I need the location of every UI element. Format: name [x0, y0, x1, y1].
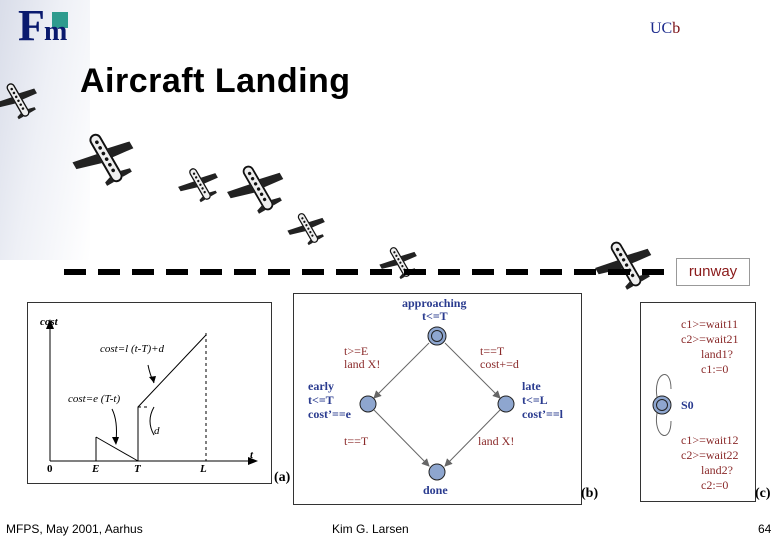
- plane-icon: [220, 153, 294, 225]
- automaton-panel: approaching t<=T t>=E land X! t==T cost+…: [293, 293, 582, 505]
- state-s0-name: S0: [681, 398, 694, 412]
- logo-letter-m: m: [44, 16, 68, 47]
- edge-label-bottom: c1>=wait12 c2>=wait22 land2? c2:=0: [681, 433, 739, 493]
- tick-label: E: [92, 463, 100, 475]
- edge-update: c2:=0: [701, 478, 729, 492]
- edge-guard: c1>=wait11: [681, 317, 739, 331]
- edge-sync: land2?: [701, 463, 733, 477]
- fm-logo: F m: [18, 1, 78, 50]
- state-approaching-invariant: t<=T: [422, 309, 448, 323]
- state-early-rate: cost’==e: [308, 407, 351, 421]
- plane-icon: [588, 229, 662, 300]
- state-done-name: done: [423, 483, 448, 497]
- footer-page-number: 64: [758, 522, 772, 536]
- footer-conference: MFPS, May 2001, Aarhus: [6, 522, 143, 536]
- time-axis-label: t: [250, 449, 254, 461]
- logo-square: [52, 12, 68, 28]
- plane-icon: [173, 159, 226, 210]
- cost-graph: [46, 319, 258, 465]
- edge-sync: land X!: [344, 357, 381, 371]
- cost-function-panel: cost cost=l (t-T)+d cost=e (T-t) d t 0 E…: [27, 302, 272, 484]
- plane-icon: [374, 238, 424, 287]
- state-late-name: late: [522, 379, 541, 393]
- state-early-name: early: [308, 379, 334, 393]
- automaton-graph: [359, 326, 515, 481]
- edge-update: cost+=d: [480, 357, 519, 371]
- edge-label-top: c1>=wait11 c2>=wait21 land1? c1:=0: [681, 317, 739, 377]
- logo-letter-f: F: [18, 1, 45, 50]
- edge-guard: t==T: [480, 344, 505, 358]
- plane-icon: [282, 204, 332, 253]
- runway-automaton-panel: c1>=wait11 c2>=wait21 land1? c1:=0 S0 c1…: [640, 302, 756, 502]
- penalty-d-label: d: [154, 425, 160, 437]
- plane-icon: [0, 73, 45, 128]
- ucb-logo: UCb: [650, 20, 681, 37]
- tick-label: T: [134, 463, 141, 475]
- edge-guard: t>=E: [344, 344, 369, 358]
- state-late-invariant: t<=L: [522, 393, 548, 407]
- plane-icon: [65, 120, 145, 198]
- runway-automaton-graph: [652, 374, 672, 436]
- edge-sync: land1?: [701, 347, 733, 361]
- runway-label: runway: [676, 258, 750, 286]
- footer-author: Kim G. Larsen: [332, 522, 409, 536]
- tick-label: L: [200, 463, 207, 475]
- edge-guard: c2>=wait22: [681, 448, 739, 462]
- edge-sync: land X!: [478, 434, 515, 448]
- slide-title: Aircraft Landing: [80, 62, 351, 100]
- cost-axis-label: cost: [40, 316, 58, 328]
- panel-tag-a: (a): [274, 470, 291, 485]
- early-cost-formula: cost=e (T-t): [68, 393, 121, 405]
- edge-guard: t==T: [344, 434, 369, 448]
- panel-tag-b: (b): [581, 486, 599, 501]
- edge-guard: c1>=wait12: [681, 433, 739, 447]
- state-approaching-name: approaching: [402, 296, 467, 310]
- corner-gradient: [0, 0, 90, 260]
- planes-layer: [0, 73, 680, 300]
- state-late-rate: cost’==l: [522, 407, 563, 421]
- edge-update: c1:=0: [701, 362, 729, 376]
- tick-label: 0: [47, 463, 53, 475]
- state-early-invariant: t<=T: [308, 393, 334, 407]
- edge-guard: c2>=wait21: [681, 332, 739, 346]
- late-cost-formula: cost=l (t-T)+d: [100, 343, 165, 355]
- panel-tag-c: (c): [755, 486, 771, 501]
